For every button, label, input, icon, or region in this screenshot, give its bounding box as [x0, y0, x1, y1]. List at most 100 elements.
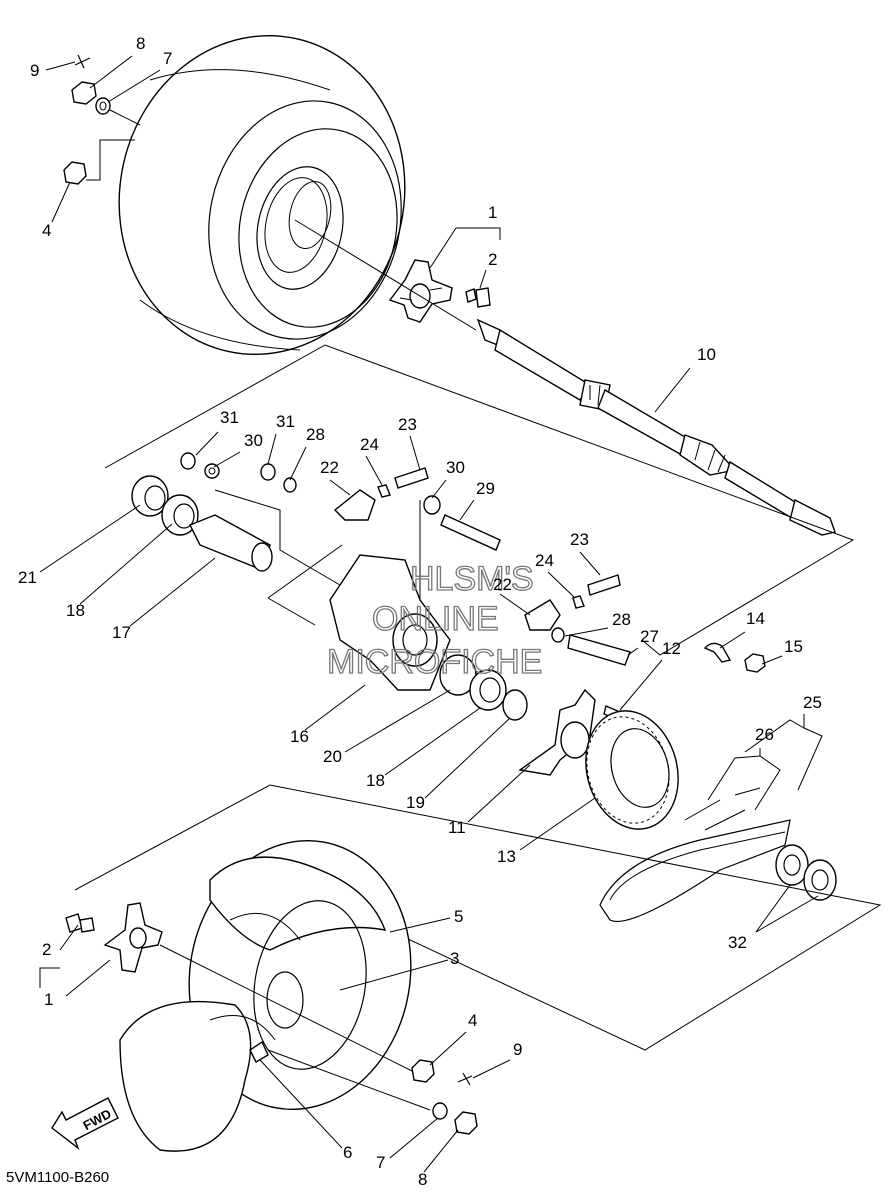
bottom-panel-outline: [74, 784, 882, 1051]
callout-number-c2a: 2: [488, 250, 497, 269]
callout-number-c28a: 28: [306, 425, 325, 444]
leader-line-c1a: [429, 227, 457, 269]
callout-number-c28b: 28: [612, 610, 631, 629]
leader-line-c32: [755, 884, 791, 933]
callout-number-c22b: 22: [493, 575, 512, 594]
callout-number-c31b: 31: [276, 412, 295, 431]
callout-number-c14: 14: [746, 609, 765, 628]
leader-line-c21: [39, 504, 141, 573]
callout-number-c7b: 7: [376, 1153, 385, 1172]
callout-number-c1b: 1: [44, 990, 53, 1009]
brake-caliper-drawing: [329, 467, 631, 691]
leader-line-c28b: [564, 627, 609, 637]
callout-number-c29: 29: [476, 479, 495, 498]
leader-line-c30a: [213, 451, 241, 468]
leader-line-c13: [519, 797, 596, 851]
callout-number-c30a: 30: [244, 431, 263, 450]
callout-number-c23a: 23: [398, 415, 417, 434]
callout-number-c4a: 4: [42, 221, 51, 240]
leader-line-c3: [339, 959, 449, 991]
leader-line-c11: [467, 764, 531, 823]
callout-number-c26: 26: [755, 725, 774, 744]
leader-line-c4b: [429, 1031, 467, 1066]
bearing-group-right: [439, 654, 528, 721]
leader-line-c14: [719, 631, 746, 649]
callout-number-c22a: 22: [320, 458, 339, 477]
bearing-group-left: [131, 452, 341, 586]
leader-line-c8b: [423, 1129, 459, 1173]
leader-line-c19: [424, 717, 511, 799]
chain-drawing: [599, 642, 837, 922]
leader-line-c9b: [472, 1059, 511, 1079]
part-code: 5VM1100-B260: [6, 1169, 109, 1186]
leader-line-c18b: [384, 707, 481, 776]
callout-number-c3: 3: [450, 949, 459, 968]
callout-number-c30b: 30: [446, 458, 465, 477]
leader-line-c31b: [267, 433, 277, 465]
callout-number-c13: 13: [497, 847, 516, 866]
callout-number-c8a: 8: [136, 34, 145, 53]
leader-line-c23b: [579, 551, 601, 576]
watermark-line-3: MICROFICHE: [327, 643, 542, 681]
leader-line-c23a: [409, 435, 421, 471]
leader-line-c7a: [107, 69, 161, 103]
leader-line-c10: [654, 367, 691, 413]
top-left-hardware: [63, 54, 141, 185]
axle-drawing: [476, 318, 836, 536]
callout-number-c17: 17: [112, 623, 131, 642]
leader-line-c9a: [45, 61, 76, 71]
leader-line-c22a: [329, 479, 351, 496]
callout-number-c5: 5: [454, 907, 463, 926]
fwd-arrow: FWD: [51, 1097, 119, 1151]
watermark-line-2: ONLINE: [372, 600, 499, 638]
leader-line-c7b: [389, 1117, 439, 1159]
top-wheel-drawing: [118, 35, 406, 355]
leader-line-c17: [129, 557, 216, 627]
leader-line-c28a: [289, 446, 307, 481]
leader-line-c2b: [59, 924, 79, 951]
callout-number-c25: 25: [803, 693, 822, 712]
callout-number-c15: 15: [784, 637, 803, 656]
callout-number-c9a: 9: [30, 61, 39, 80]
top-hub-drawing: [294, 219, 491, 331]
leader-line-c26: [707, 755, 761, 801]
callout-number-c10: 10: [697, 345, 716, 364]
callout-number-c20: 20: [323, 747, 342, 766]
callout-number-c6: 6: [343, 1143, 352, 1162]
callout-number-c7a: 7: [163, 49, 172, 68]
callout-number-c16: 16: [290, 727, 309, 746]
leader-line-c25: [797, 714, 823, 791]
callout-number-c12: 12: [662, 639, 681, 658]
leader-line-c1b: [39, 967, 60, 988]
leader-line-c30b: [431, 479, 447, 499]
leader-line-c32: [755, 895, 819, 933]
middle-panel-outline: [104, 344, 855, 656]
leader-line-c20: [344, 689, 451, 753]
leader-line-c8a: [89, 55, 133, 89]
leader-line-c26: [754, 748, 781, 811]
leader-line-c5: [389, 917, 451, 933]
leader-line-c18a: [79, 523, 173, 605]
bottom-wheel-drawing: [119, 839, 412, 1152]
callout-number-c21: 21: [18, 568, 37, 587]
callout-number-c24b: 24: [535, 551, 554, 570]
callout-number-c23b: 23: [570, 530, 589, 549]
leader-line-c29: [459, 499, 475, 521]
leader-line-c25: [744, 719, 805, 753]
leader-line-c15: [761, 655, 783, 665]
callout-number-c1a: 1: [488, 203, 497, 222]
watermark-line-1: HLSM'S: [410, 560, 534, 598]
leader-line-c16: [304, 684, 366, 731]
callout-number-c18b: 18: [366, 771, 385, 790]
callout-number-c31a: 31: [220, 408, 239, 427]
leader-line-c31a: [195, 431, 219, 456]
leader-line-c2a: [479, 269, 487, 289]
callout-number-c4b: 4: [468, 1011, 477, 1030]
callout-number-c9b: 9: [513, 1040, 522, 1059]
leader-line-c12: [619, 659, 663, 711]
callout-number-c8b: 8: [418, 1170, 427, 1189]
leader-line-c6: [259, 1059, 343, 1149]
leader-line-c24b: [547, 571, 576, 599]
